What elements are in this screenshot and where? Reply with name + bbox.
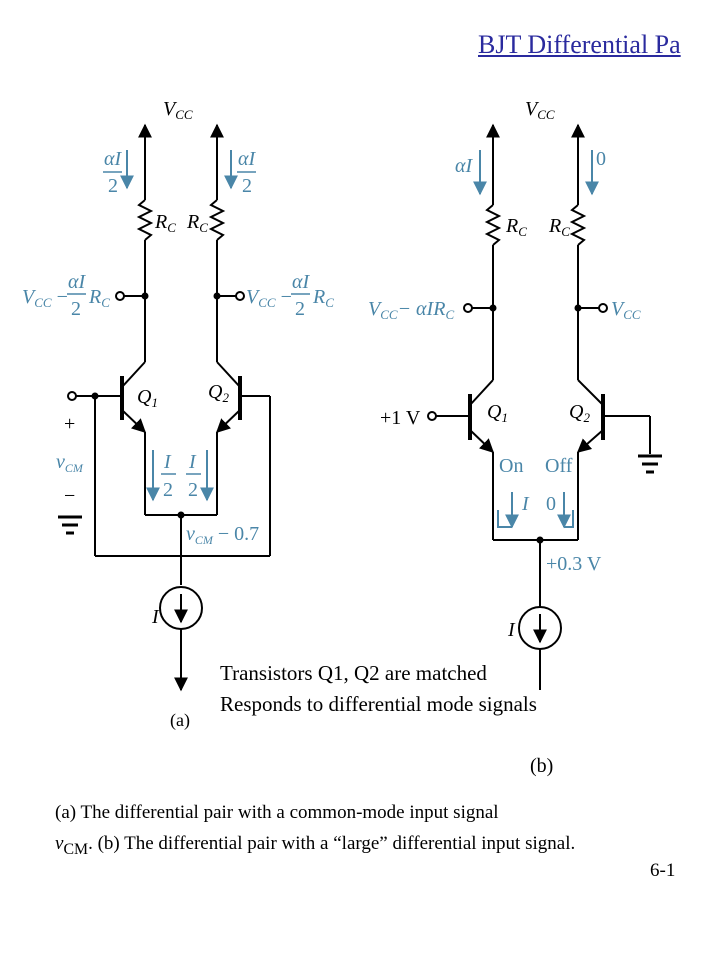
b-tail-right: 0 — [546, 493, 556, 515]
b-emitter-node-label: +0.3 V — [546, 553, 602, 575]
b-input-label: +1 V — [380, 407, 421, 429]
rc-resistor-left-b — [484, 204, 502, 246]
svg-text:2: 2 — [163, 479, 173, 501]
a-source-label: I — [151, 606, 160, 628]
circuit-b — [427, 123, 662, 690]
slide-title: BJT Differential Pa — [478, 30, 681, 59]
svg-text:2: 2 — [295, 298, 305, 320]
a-left-current-num: αI — [104, 148, 122, 170]
transistor-q2 — [215, 361, 242, 433]
ground-icon — [58, 515, 82, 535]
b-rc-right: RC — [548, 215, 570, 239]
b-left-current: αI — [455, 155, 473, 177]
svg-text:I: I — [163, 451, 172, 473]
a-right-current-num: αI — [238, 148, 256, 170]
output-terminal-left-b — [463, 303, 473, 313]
a-rc-left: RC — [154, 211, 176, 235]
a-vcc-label: VCC — [163, 98, 193, 122]
b-source-label: I — [507, 619, 516, 641]
b-figure-label: (b) — [530, 755, 553, 777]
svg-text:2: 2 — [71, 298, 81, 320]
a-emitter-node-label: vCM − 0.7 — [186, 523, 259, 547]
b-q1-label: Q1 — [487, 401, 508, 425]
a-vcm-label: vCM — [56, 451, 84, 475]
b-left-node-label: VCC− αIRC — [368, 298, 454, 322]
b-q1-state: On — [499, 455, 523, 477]
a-minus-sign: − — [64, 485, 75, 507]
svg-text:αI: αI — [292, 271, 310, 293]
transistor-q1 — [120, 361, 147, 433]
a-figure-label: (a) — [170, 710, 190, 731]
rc-resistor-left — [136, 199, 154, 241]
svg-text:RC: RC — [312, 286, 334, 310]
svg-text:2: 2 — [188, 479, 198, 501]
b-rc-left: RC — [505, 215, 527, 239]
figure-caption: (a) The differential pair with a common-… — [55, 797, 665, 865]
a-plus-sign: + — [64, 413, 75, 435]
a-rc-right: RC — [186, 211, 208, 235]
b-tail-left: I — [521, 493, 530, 515]
a-q1-label: Q1 — [137, 386, 158, 410]
a-right-current-den: 2 — [242, 175, 252, 197]
rc-resistor-right — [208, 199, 226, 241]
b-right-current: 0 — [596, 148, 606, 170]
output-terminal-right — [235, 291, 245, 301]
b-vcc-label: VCC — [525, 98, 555, 122]
b-q2-state: Off — [545, 455, 573, 477]
input-terminal-a — [67, 391, 77, 401]
svg-text:RC: RC — [88, 286, 110, 310]
caption-line-2: vCM. (b) The differential pair with a “l… — [55, 833, 576, 858]
page-number: 6-1 — [650, 860, 676, 881]
b-q2-label: Q2 — [569, 401, 590, 425]
svg-text:αI: αI — [68, 271, 86, 293]
output-terminal-right-b — [598, 303, 608, 313]
a-left-node-label: VCC − — [22, 286, 68, 310]
a-left-current-den: 2 — [108, 175, 118, 197]
input-terminal-b — [427, 411, 437, 421]
b-right-node-label: VCC — [611, 298, 641, 322]
output-terminal-left — [115, 291, 125, 301]
a-q2-label: Q2 — [208, 381, 229, 405]
note-differential: Responds to differential mode signals — [220, 692, 537, 716]
svg-text:I: I — [188, 451, 197, 473]
caption-line-1: (a) The differential pair with a common-… — [55, 802, 499, 823]
a-right-node-label: VCC − — [246, 286, 292, 310]
note-matched: Transistors Q1, Q2 are matched — [220, 661, 487, 685]
circuit-a — [58, 123, 271, 692]
rc-resistor-right-b — [569, 204, 587, 246]
ground-icon-b — [638, 454, 662, 474]
